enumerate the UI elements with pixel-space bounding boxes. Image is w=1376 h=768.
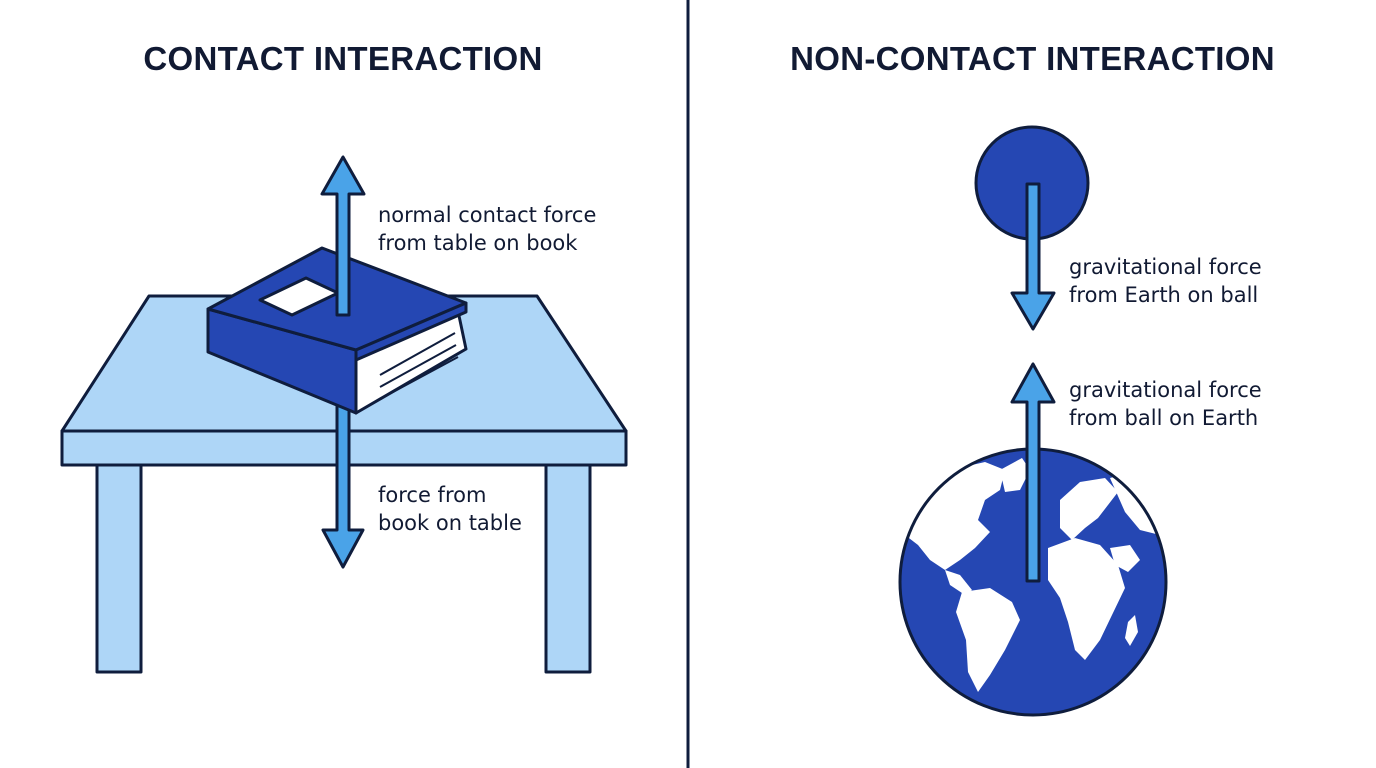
normal-force-label-line: from table on book: [378, 231, 578, 255]
arrow-book-on-table: [321, 398, 365, 569]
earth-on-ball-label-line: gravitational force: [1069, 255, 1262, 279]
book-spine-edge: [354, 301, 468, 362]
book-on-table-force-label: force from book on table: [378, 481, 522, 537]
book-on-table-label-line: book on table: [378, 511, 522, 535]
ball-on-earth-force-label: gravitational force from ball on Earth: [1069, 376, 1262, 432]
arrow-earth-on-ball: [1010, 182, 1056, 331]
arrow-ball-on-earth: [1010, 362, 1056, 583]
table-leg-right: [544, 463, 592, 674]
earth-on-ball-force-label: gravitational force from Earth on ball: [1069, 253, 1262, 309]
non-contact-interaction-title: NON-CONTACT INTERACTION: [790, 40, 1275, 77]
contact-interaction-title: CONTACT INTERACTION: [143, 40, 543, 77]
ball-on-earth-label-line: gravitational force: [1069, 378, 1262, 402]
normal-force-label-line: normal contact force: [378, 203, 597, 227]
table-leg-left: [95, 463, 143, 674]
ball-on-earth-label-line: from ball on Earth: [1069, 406, 1259, 430]
arrow-normal-force: [320, 155, 366, 317]
normal-force-label: normal contact force from table on book: [378, 201, 596, 257]
book-on-table-label-line: force from: [378, 483, 487, 507]
earth-on-ball-label-line: from Earth on ball: [1069, 283, 1259, 307]
